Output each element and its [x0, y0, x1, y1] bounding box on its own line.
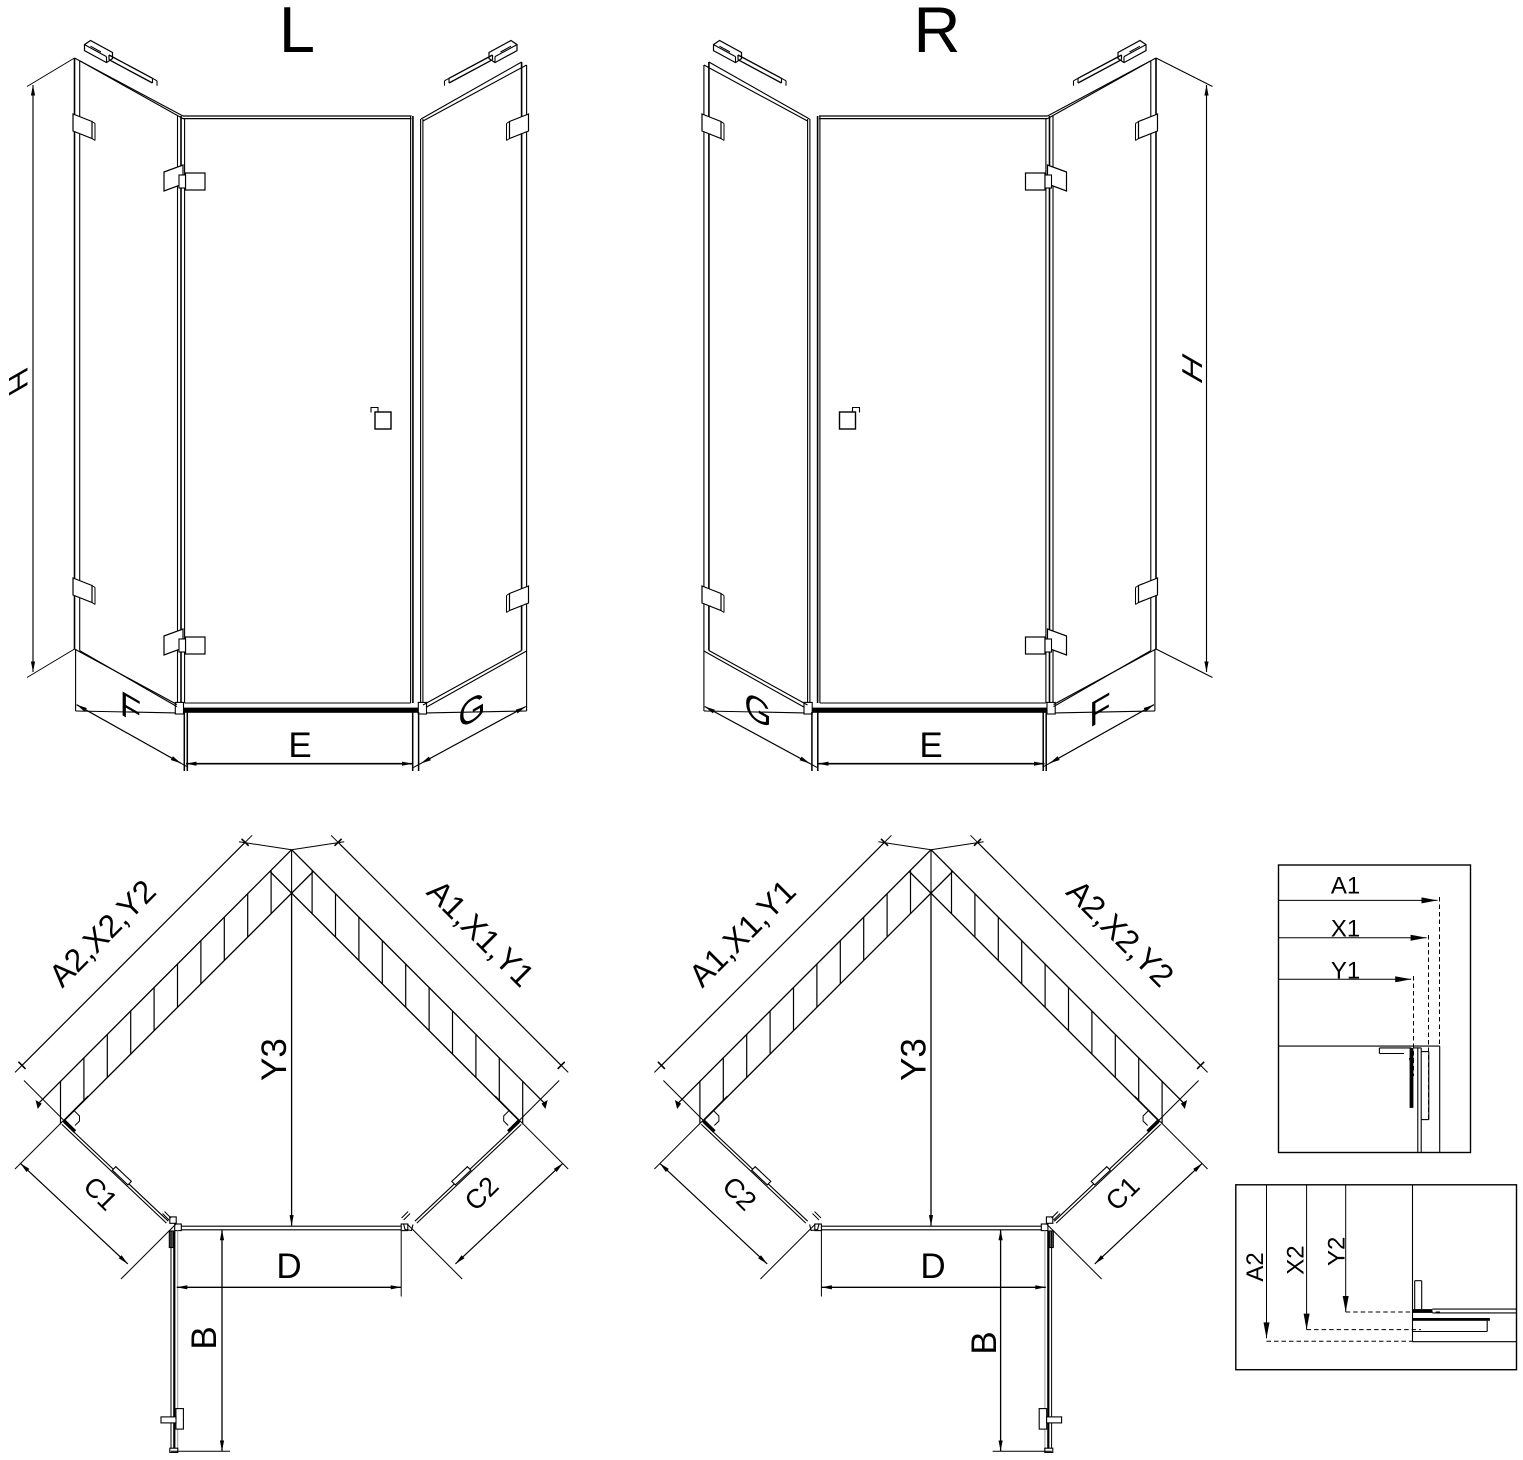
svg-text:Y1: Y1	[1331, 958, 1360, 985]
svg-text:X2: X2	[1282, 1245, 1309, 1274]
svg-text:D: D	[276, 1247, 301, 1286]
svg-text:L: L	[279, 0, 315, 66]
svg-text:E: E	[288, 726, 311, 765]
svg-text:A2: A2	[1242, 1252, 1269, 1281]
svg-text:E: E	[919, 726, 942, 765]
svg-text:Y3: Y3	[255, 1038, 294, 1081]
svg-text:B: B	[965, 1331, 1004, 1354]
svg-text:D: D	[920, 1247, 945, 1286]
svg-text:Y3: Y3	[895, 1038, 934, 1081]
svg-text:X1: X1	[1331, 916, 1360, 943]
svg-text:R: R	[914, 0, 961, 66]
svg-text:F: F	[1089, 685, 1110, 736]
svg-text:Y2: Y2	[1323, 1237, 1350, 1266]
svg-text:A1: A1	[1331, 873, 1360, 900]
svg-text:F: F	[120, 683, 141, 734]
svg-text:B: B	[185, 1326, 224, 1349]
